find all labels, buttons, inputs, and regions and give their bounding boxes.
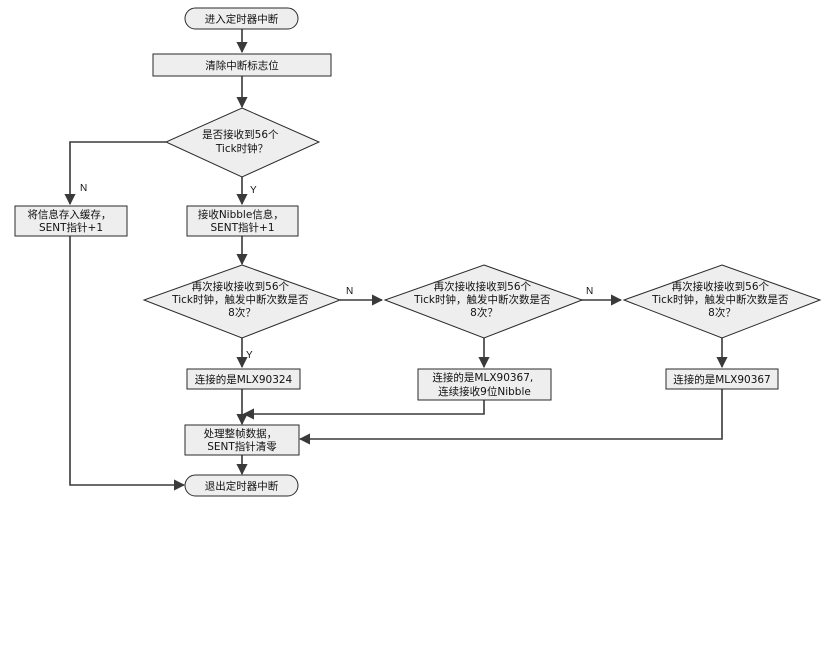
node-store-buffer-line-1: 将信息存入缓存， [27, 208, 111, 221]
edge-check-to-store [64, 141, 166, 206]
node-clear-flag: 清除中断标志位 [152, 53, 332, 77]
label-yes-receive: Y [250, 185, 257, 196]
label-yes-mlx90324: Y [246, 350, 253, 361]
node-mlx90367-nibble-line-2: 连续接收9位Nibble [438, 385, 531, 398]
node-store-buffer: 将信息存入缓存， SENT指针+1 [14, 205, 128, 237]
node-check-again-2-line-3: 8次？ [470, 306, 498, 319]
node-clear-flag-line: 清除中断标志位 [205, 59, 279, 72]
node-mlx90324: 连接的是MLX90324 [186, 368, 301, 390]
edge-mlx90367-nibble-to-process [242, 400, 485, 420]
node-mlx90324-text: 连接的是MLX90324 [195, 373, 293, 386]
node-check-again-3: 再次接收接收到56个 Tick时钟，触发中断次数是否 8次？ [622, 264, 822, 339]
node-end-line: 退出定时器中断 [205, 480, 279, 493]
node-check-again-1: 再次接收接收到56个 Tick时钟，触发中断次数是否 8次？ [142, 264, 342, 339]
node-check-again-1-line-1: 再次接收接收到56个 [192, 280, 290, 293]
connectors [64, 29, 728, 491]
edge-labels: N Y N N Y [80, 183, 593, 361]
node-mlx90367-nibble: 连接的是MLX90367, 连续接收9位Nibble [417, 368, 552, 401]
label-no-store: N [80, 183, 87, 194]
edge-store-to-end [69, 236, 186, 491]
node-receive-nibble-line-1: 接收Nibble信息， [198, 208, 284, 221]
node-process-frame: 处理整帧数据， SENT指针清零 [184, 424, 300, 456]
node-check-56-tick-line-2: Tick时钟？ [215, 142, 268, 155]
node-check-again-1-text: 再次接收接收到56个 Tick时钟，触发中断次数是否 8次？ [171, 280, 312, 319]
node-check-again-3-line-2: Tick时钟，触发中断次数是否 [651, 293, 789, 306]
node-process-frame-text: 处理整帧数据， SENT指针清零 [204, 427, 281, 453]
node-check-56-tick-text: 是否接收到56个 Tick时钟？ [202, 128, 282, 155]
node-mlx90367-text: 连接的是MLX90367 [673, 373, 771, 386]
node-start-text: 进入定时器中断 [205, 13, 279, 26]
node-store-buffer-text: 将信息存入缓存， SENT指针+1 [27, 208, 114, 234]
node-mlx90367-nibble-line-1: 连接的是MLX90367, [432, 371, 533, 384]
node-store-buffer-line-2: SENT指针+1 [39, 221, 103, 234]
node-check-again-2-text: 再次接收接收到56个 Tick时钟，触发中断次数是否 8次？ [413, 280, 554, 319]
node-check-again-2: 再次接收接收到56个 Tick时钟，触发中断次数是否 8次？ [383, 264, 584, 339]
node-receive-nibble: 接收Nibble信息， SENT指针+1 [186, 205, 299, 237]
node-check-again-2-line-1: 再次接收接收到56个 [434, 280, 532, 293]
label-no-second: N [346, 286, 353, 297]
node-check-56-tick: 是否接收到56个 Tick时钟？ [164, 107, 321, 178]
node-end: 退出定时器中断 [184, 474, 299, 497]
node-process-frame-line-1: 处理整帧数据， [204, 427, 278, 440]
edge-mlx90367-to-process [298, 389, 723, 445]
node-process-frame-line-2: SENT指针清零 [207, 440, 277, 453]
node-check-again-3-line-3: 8次？ [708, 306, 736, 319]
node-mlx90324-line: 连接的是MLX90324 [195, 373, 293, 386]
node-start-line: 进入定时器中断 [205, 13, 279, 26]
label-no-third: N [586, 286, 593, 297]
node-start: 进入定时器中断 [184, 7, 299, 30]
node-receive-nibble-text: 接收Nibble信息， SENT指针+1 [198, 208, 287, 234]
node-end-text: 退出定时器中断 [205, 480, 279, 493]
node-check-again-1-line-2: Tick时钟，触发中断次数是否 [171, 293, 309, 306]
node-check-56-tick-line-1: 是否接收到56个 [202, 128, 279, 141]
node-mlx90367-nibble-text: 连接的是MLX90367, 连续接收9位Nibble [432, 371, 536, 398]
node-check-again-3-line-1: 再次接收接收到56个 [672, 280, 770, 293]
node-receive-nibble-line-2: SENT指针+1 [210, 221, 274, 234]
node-mlx90367-line: 连接的是MLX90367 [673, 373, 771, 386]
node-check-again-1-line-3: 8次？ [228, 306, 256, 319]
node-check-again-3-text: 再次接收接收到56个 Tick时钟，触发中断次数是否 8次？ [651, 280, 792, 319]
node-mlx90367: 连接的是MLX90367 [665, 368, 779, 390]
node-check-again-2-line-2: Tick时钟，触发中断次数是否 [413, 293, 551, 306]
node-clear-flag-text: 清除中断标志位 [205, 59, 279, 72]
